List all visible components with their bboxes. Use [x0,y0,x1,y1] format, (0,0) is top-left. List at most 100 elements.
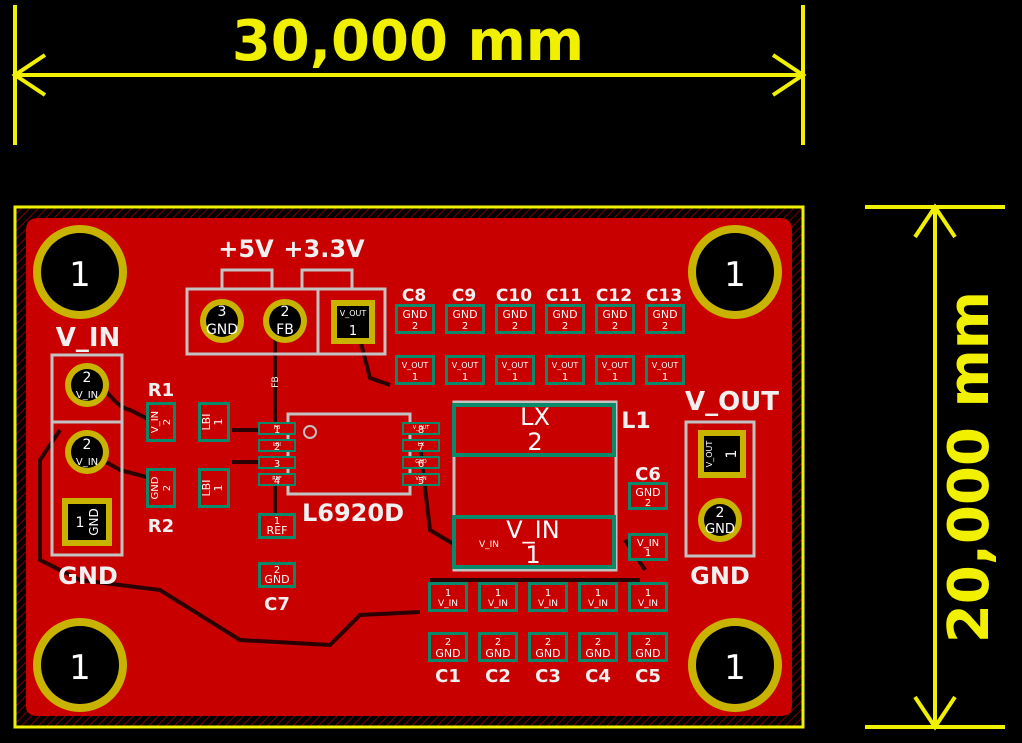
resistor-r2[interactable]: GND 2 R2 [146,468,176,537]
inductor-pad-lx[interactable]: LX 2 [452,403,616,457]
pad-num: 2 [645,637,651,648]
pin-net: LX [418,442,425,448]
svg-text:GND: GND [264,573,289,586]
ic-pin-right-5[interactable]: 5V_IN [402,473,440,487]
inductor-pad-vin[interactable]: V_IN 1 V_IN [452,515,616,569]
pad-net: V_OUT [402,361,429,370]
svg-text:REF: REF [267,524,288,537]
svg-text:1: 1 [645,548,651,559]
capacitor-ref: C2 [485,666,511,687]
mounting-hole-top-right[interactable]: 1 [688,225,782,319]
lbi-pad-bottom[interactable]: LBI 1 [198,468,230,508]
pin-num: 4 [274,476,280,487]
svg-text:LBI: LBI [200,480,213,497]
svg-text:V_OUT: V_OUT [340,309,367,318]
mounting-hole-bottom-left[interactable]: 1 [33,618,127,712]
pad-num: 1 [545,588,551,599]
pad-net: V_OUT [652,361,679,370]
svg-text:GND: GND [87,508,101,536]
svg-text:V_IN: V_IN [479,540,499,550]
fb-trace-label: FB [271,376,281,387]
pin-net: GND [415,459,427,465]
pad-num: 1 [462,372,468,383]
fb-pad-vout[interactable]: V_OUT 1 [331,300,375,344]
vertical-dimension: 20,000 mm [865,203,1005,731]
output-pad-vout[interactable]: V_OUT 1 [698,430,746,478]
pad-net: V_IN [438,599,458,609]
pad-num: 2 [595,637,601,648]
traces [38,319,647,648]
pad-net: GND [602,308,627,321]
pad-net: GND [635,647,660,660]
pin-num: 2 [274,442,280,453]
input-pad-vin-1[interactable]: 2 V_IN [65,363,109,407]
capacitor-ref: C11 [546,286,582,306]
ic-l6920d[interactable]: L6920D FB [271,376,412,527]
svg-text:LX: LX [520,403,550,431]
hole-label: 1 [69,255,91,295]
svg-text:1: 1 [349,324,357,339]
pad-net: GND [652,308,677,321]
ic-pin-right-7[interactable]: 7LX [402,439,440,453]
pin-num: 5 [418,476,424,487]
input-capacitor-row: 1V_IN2GNDC11V_IN2GNDC21V_IN2GNDC31V_IN2G… [428,582,668,687]
mounting-hole-bottom-right[interactable]: 1 [688,618,782,712]
fb-pad-gnd[interactable]: 3 GND [200,299,244,343]
svg-text:V_IN: V_IN [506,516,559,544]
capacitor-c6[interactable]: C6 GND 2 V_IN 1 [628,464,668,561]
hole-label: 1 [69,648,91,688]
pad-num: 1 [562,372,568,383]
capacitor-c7[interactable]: 1 REF 2 GND C7 [258,513,296,615]
pad-num: 2 [412,321,418,332]
pad-net: GND [552,308,577,321]
inductor-l1[interactable]: LX 2 V_IN 1 V_IN L1 [452,400,651,572]
ic-pin-left-3[interactable]: 3 [258,456,296,470]
svg-text:2: 2 [83,370,92,386]
hole-label: 1 [724,648,746,688]
output-pad-gnd[interactable]: 2 GND [698,498,742,542]
pad-net: V_OUT [552,361,579,370]
pad-num: 1 [412,372,418,383]
pad-net: GND [485,647,510,660]
mounting-hole-top-left[interactable]: 1 [33,225,127,319]
ic-pin-right-8[interactable]: 8V_OUT [402,422,440,436]
pin-num: 3 [274,459,280,470]
input-pad-vin-2[interactable]: 2 V_IN [65,430,109,474]
pin-net: LBI [273,442,281,448]
pad-num: 2 [445,637,451,648]
inductor-ref: L1 [621,409,650,434]
svg-text:3: 3 [218,304,227,320]
resistor-r1[interactable]: R1 V_IN 2 [146,380,176,442]
pad-net: V_OUT [452,361,479,370]
input-pad-gnd[interactable]: 1 GND [62,498,112,546]
output-connector-footer: GND [690,562,750,590]
svg-text:1: 1 [76,515,85,531]
svg-text:GND: GND [206,322,238,338]
pad-num: 1 [662,372,668,383]
fb-pad-fb[interactable]: 2 FB [263,299,307,343]
pad-num: 1 [445,588,451,599]
svg-text:2: 2 [527,428,542,456]
lbi-pad-top[interactable]: LBI 1 [198,402,230,442]
capacitor-ref: C1 [435,666,461,687]
svg-text:2: 2 [645,498,651,509]
ic-pin-left-1[interactable]: 1FB [258,422,296,436]
svg-text:GND: GND [635,486,660,499]
svg-text:1: 1 [724,450,740,459]
